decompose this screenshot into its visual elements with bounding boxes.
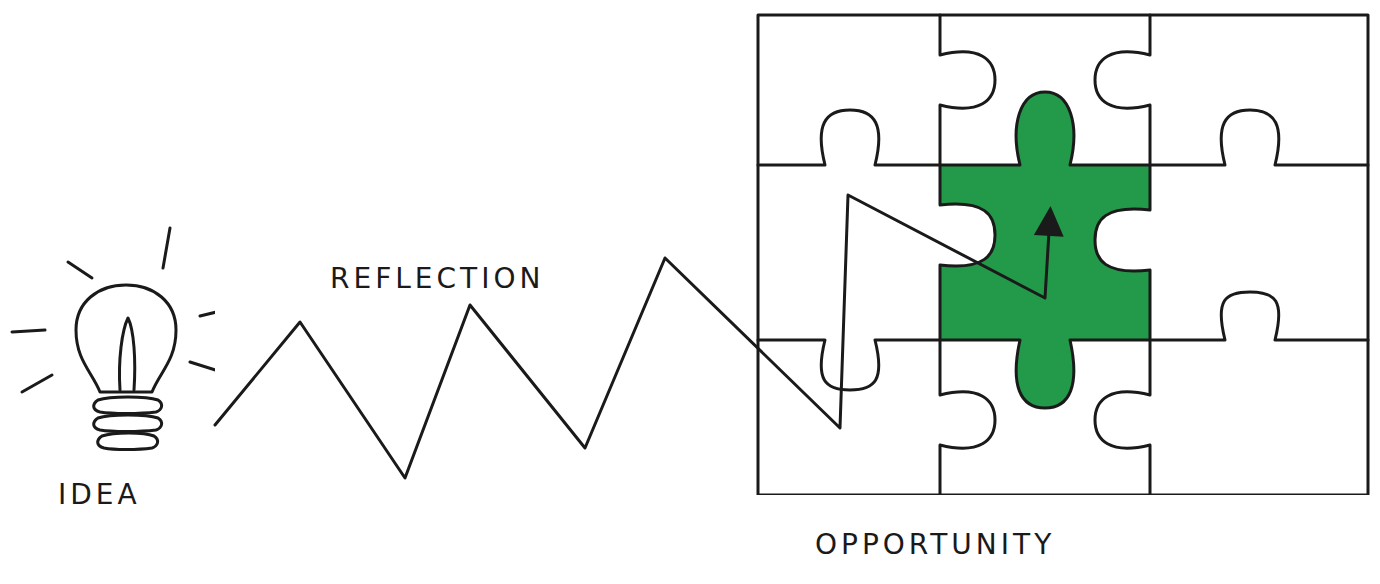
node-label: IDEA [58, 478, 141, 511]
edge-label: REFLECTION [330, 262, 544, 295]
light-bulb [10, 220, 215, 520]
node-label: OPPORTUNITY [815, 528, 1055, 561]
idea-bulb: IDEA [10, 220, 215, 520]
zigzag-connector [215, 195, 1050, 478]
opportunity-puzzle: OPPORTUNITY [755, 12, 1370, 577]
green-puzzle-piece [940, 92, 1150, 408]
